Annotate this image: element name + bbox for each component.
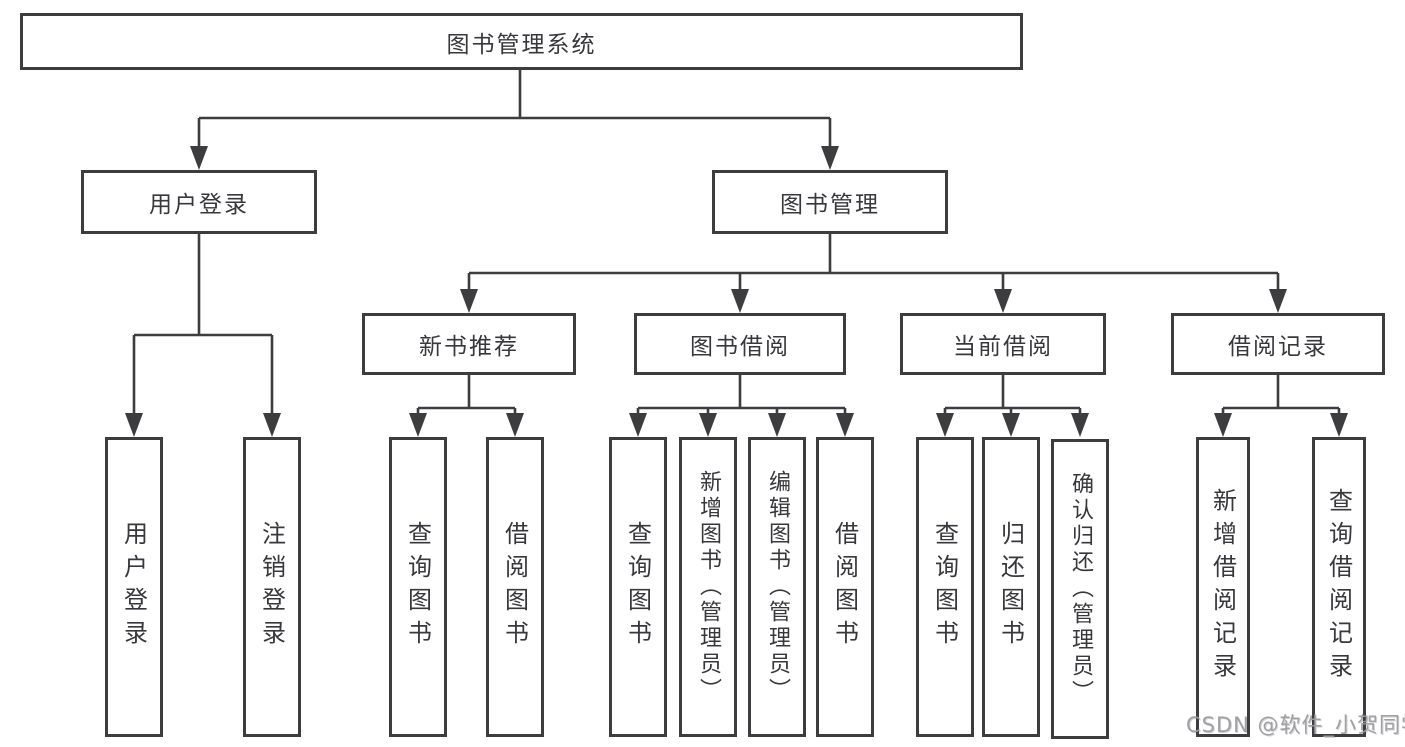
leaf-borrow-books-recommend: 借阅图书 [486, 437, 544, 737]
node-library-management-system: 图书管理系统 [20, 13, 1023, 70]
leaf-query-books-current: 查询图书 [916, 437, 974, 737]
node-new-book-recommend: 新书推荐 [362, 313, 576, 375]
node-borrowing-records: 借阅记录 [1171, 313, 1385, 375]
node-user-login: 用户登录 [81, 170, 317, 234]
leaf-logout: 注销登录 [243, 437, 301, 737]
node-book-borrowing: 图书借阅 [634, 313, 846, 375]
leaf-confirm-return-admin: 确认归还（管理员） [1051, 439, 1109, 739]
leaf-add-borrow-record: 新增借阅记录 [1196, 437, 1250, 737]
watermark: CSDN @软件_小贺同学 [1186, 713, 1405, 737]
leaf-borrow-books-borrowing: 借阅图书 [816, 437, 874, 737]
node-current-borrowing: 当前借阅 [900, 313, 1106, 375]
node-book-management: 图书管理 [712, 170, 948, 234]
leaf-edit-books-admin: 编辑图书（管理员） [748, 437, 806, 737]
leaf-add-books-admin: 新增图书（管理员） [679, 437, 737, 737]
leaf-query-books-borrowing: 查询图书 [609, 437, 667, 737]
leaf-return-books: 归还图书 [982, 437, 1040, 737]
leaf-user-login: 用户登录 [105, 437, 163, 737]
leaf-query-borrow-record: 查询借阅记录 [1312, 437, 1366, 737]
leaf-query-books-recommend: 查询图书 [389, 437, 447, 737]
